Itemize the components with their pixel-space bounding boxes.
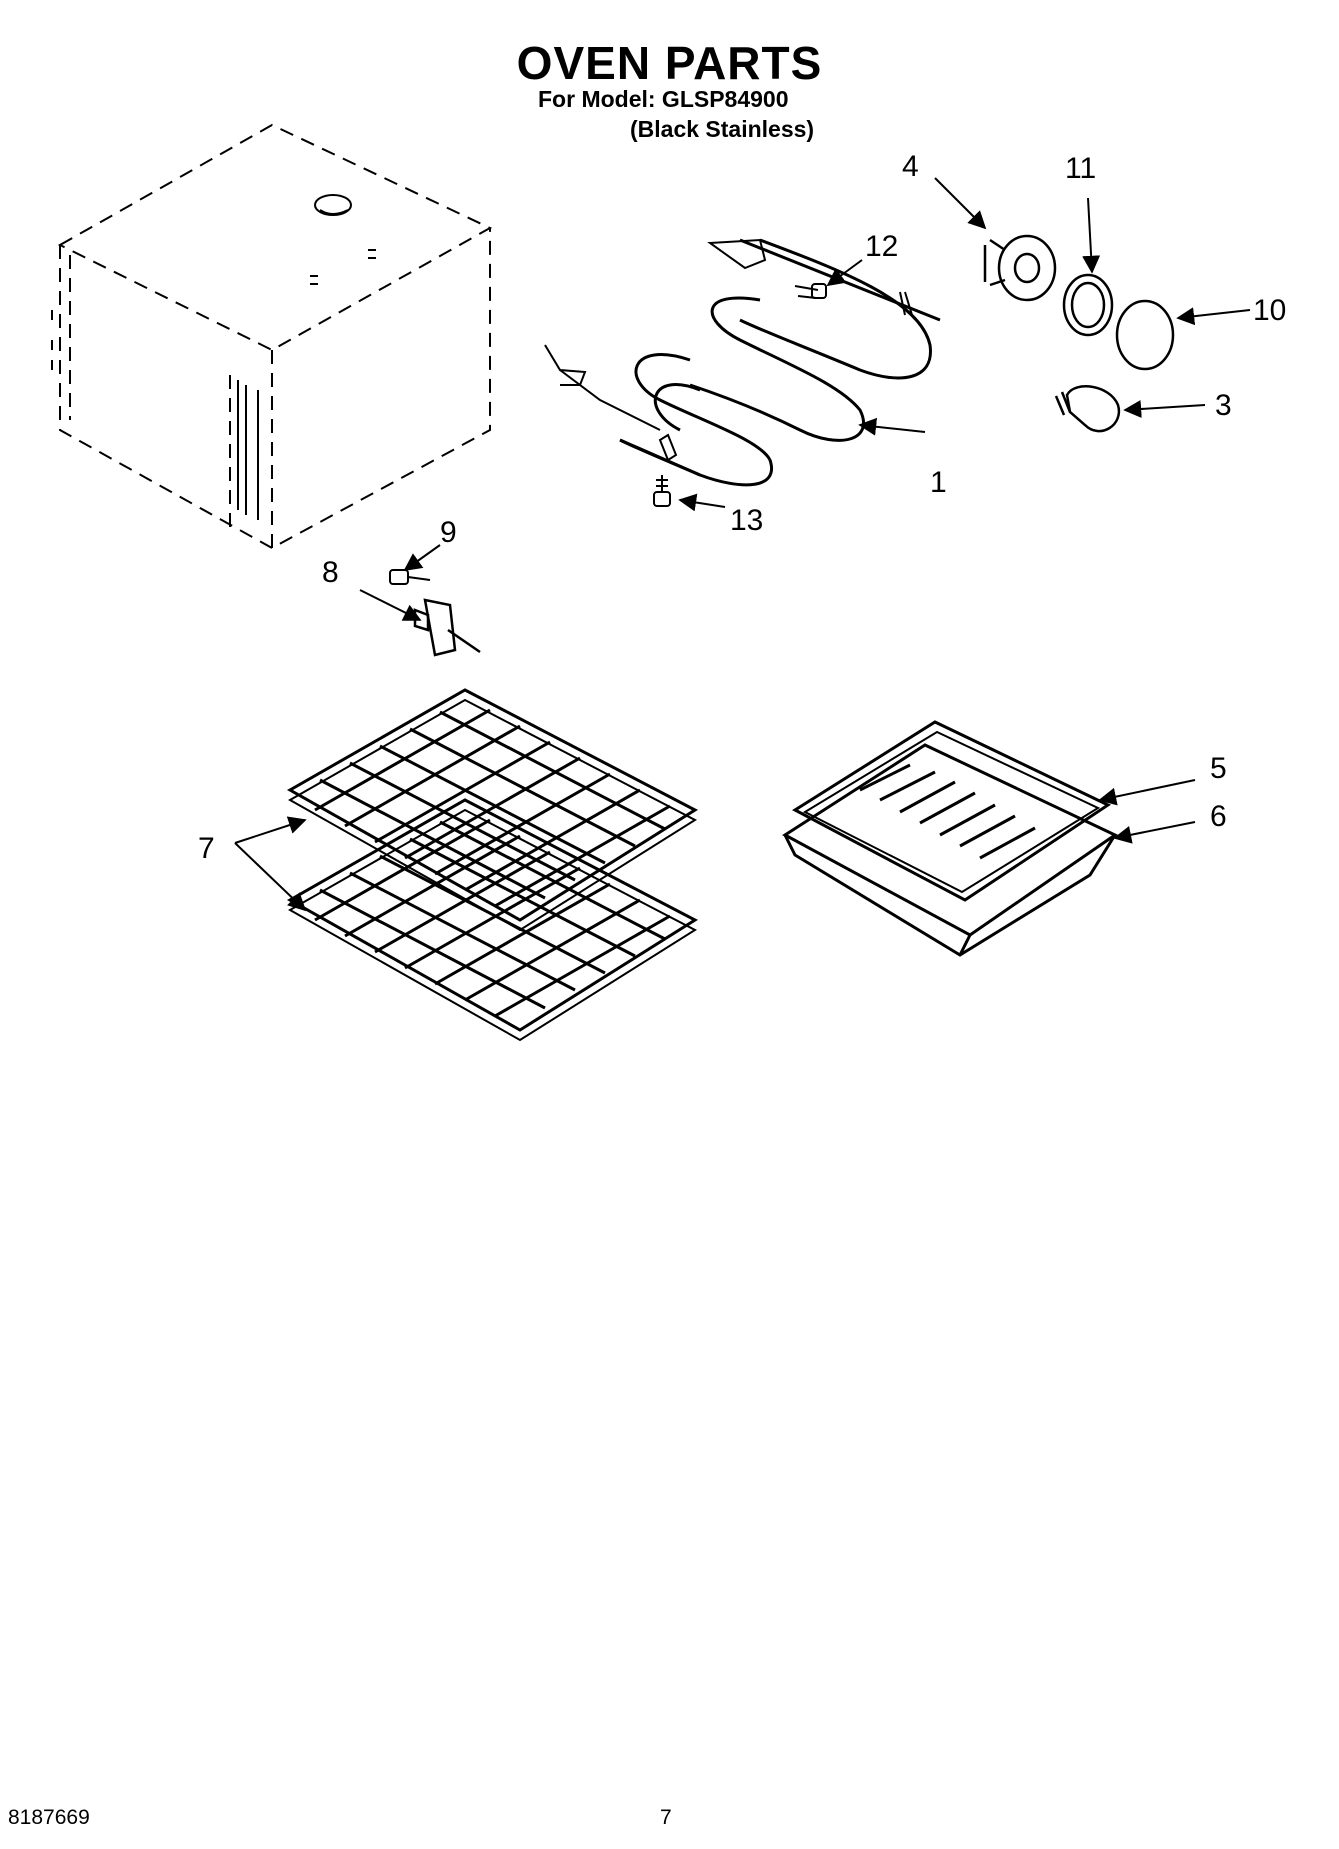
bake-element (619, 238, 941, 487)
page-number: 7 (660, 1806, 672, 1829)
finish-label: (Black Stainless) (630, 116, 815, 142)
screw-9 (389, 569, 431, 585)
callout-3: 3 (1215, 389, 1232, 422)
callout-13: 13 (730, 504, 763, 537)
page-title: OVEN PARTS (516, 37, 823, 89)
light-bulb (1054, 385, 1121, 433)
oven-rack-upper (286, 688, 699, 932)
callout-10: 10 (1253, 294, 1286, 327)
lamp-gasket (1062, 273, 1114, 337)
callout-6: 6 (1210, 800, 1227, 833)
screw-13 (653, 475, 671, 507)
light-socket (983, 234, 1057, 302)
broiler-pan (782, 743, 1118, 957)
callout-11: 11 (1065, 152, 1096, 185)
model-label: For Model: GLSP84900 (538, 86, 789, 112)
screw-12 (794, 283, 827, 299)
oven-rack-lower (286, 798, 699, 1042)
oven-cavity-outline (57, 123, 493, 550)
callout-7: 7 (198, 832, 215, 865)
document-number: 8187669 (8, 1806, 90, 1829)
callout-4: 4 (902, 150, 919, 183)
temperature-sensor (413, 598, 481, 657)
lamp-lens (1115, 299, 1175, 371)
callout-8: 8 (322, 556, 339, 589)
callout-5: 5 (1210, 752, 1227, 785)
callout-9: 9 (440, 516, 457, 549)
oven-cavity-details (51, 194, 376, 520)
callout-1: 1 (930, 466, 947, 499)
bake-element-terminals (544, 238, 913, 462)
callout-12: 12 (865, 230, 898, 263)
callout-leaders (234, 177, 1251, 912)
